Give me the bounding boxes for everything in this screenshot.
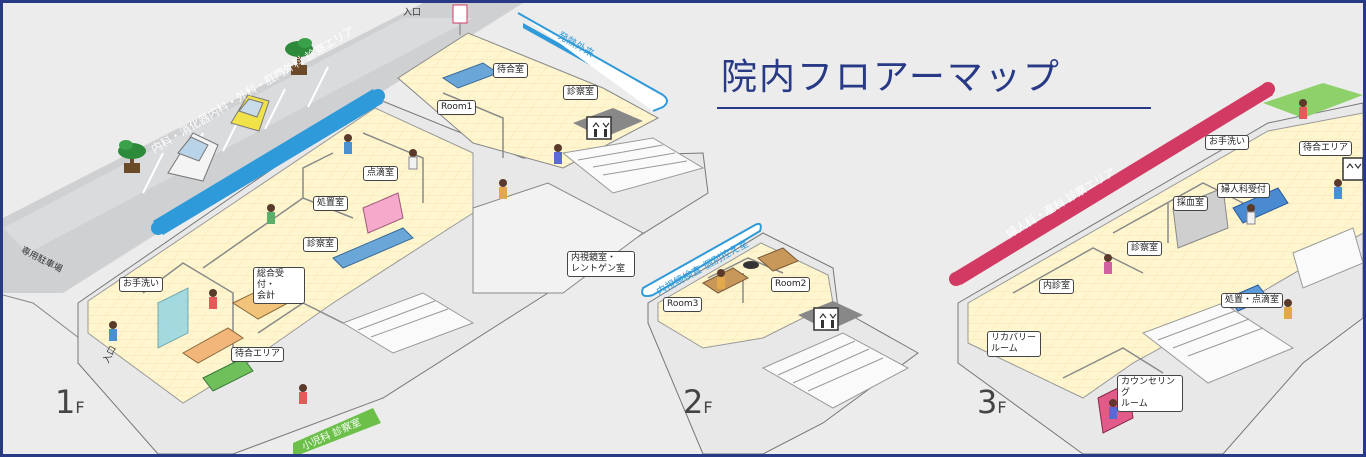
room-label-waiting-area: 待合エリア — [231, 347, 285, 362]
room-label-reception: 総合受付・会計 — [253, 267, 305, 304]
room-label-iv: 点滴室 — [363, 166, 399, 181]
title-underline — [717, 107, 1151, 109]
room-label-blood: 採血室 — [1173, 196, 1209, 211]
tree-icon — [285, 38, 313, 75]
floor-label-3f: 3F — [977, 383, 1007, 421]
elevator-icon — [1342, 157, 1363, 181]
stairs-icon — [341, 137, 705, 354]
car-icon — [167, 132, 219, 182]
room-label-room1: Room1 — [437, 100, 477, 115]
room-label-exam: 診察室 — [303, 237, 339, 252]
sign-icon — [452, 4, 468, 35]
person-icon — [1104, 99, 1342, 419]
page-title: 院内フロアーマップ — [721, 57, 1061, 98]
person-icon — [109, 134, 562, 404]
floor-label-2f: 2F — [683, 383, 713, 421]
room-label-treatment: 処置室 — [313, 196, 349, 211]
parking-lot — [3, 18, 473, 253]
tree-icon — [118, 140, 146, 173]
blue-band-endoscopy — [641, 222, 762, 298]
room-label-internal-exam: 内診室 — [1039, 279, 1075, 294]
fever-band-outline — [517, 12, 668, 112]
car-icon — [230, 94, 270, 132]
elevator-icon — [798, 301, 863, 331]
entrance-label-top: 入口 — [403, 8, 422, 18]
floor-label-1f: 1F — [55, 383, 85, 421]
blue-band-internal — [151, 89, 385, 235]
stairs-icon — [1141, 227, 1363, 384]
room-label-exam-top: 診察室 — [563, 85, 599, 100]
floor-map-illustration — [3, 3, 1363, 454]
room-label-restroom-1f: お手洗い — [119, 277, 164, 292]
room-label-endoscopy: 内視鏡室・レントゲン室 — [567, 251, 635, 277]
pink-band-gyn — [949, 82, 1275, 286]
walls-1f — [142, 92, 504, 363]
room-label-exam-3f: 診察室 — [1127, 241, 1163, 256]
elevator-icon — [573, 108, 643, 140]
room-label-room2: Room2 — [771, 277, 811, 292]
room-label-gyn-reception: 婦人科受付 — [1217, 183, 1271, 198]
room-label-recovery: リカバリールーム — [987, 331, 1041, 357]
floor-2f-floor — [657, 242, 834, 349]
room-label-restroom-3f: お手洗い — [1205, 135, 1250, 150]
green-band-pediatric — [293, 408, 381, 454]
person-icon — [717, 269, 725, 289]
room-label-treatment-iv: 処置・点滴室 — [1221, 293, 1284, 308]
room-label-room3: Room3 — [663, 297, 703, 312]
stairs-icon — [761, 332, 910, 409]
road — [3, 3, 523, 293]
room-label-counseling: カウンセリングルーム — [1117, 375, 1183, 412]
room-label-waiting-small: 待合室 — [493, 63, 529, 78]
room-label-waiting-area-3f: 待合エリア — [1299, 141, 1353, 156]
